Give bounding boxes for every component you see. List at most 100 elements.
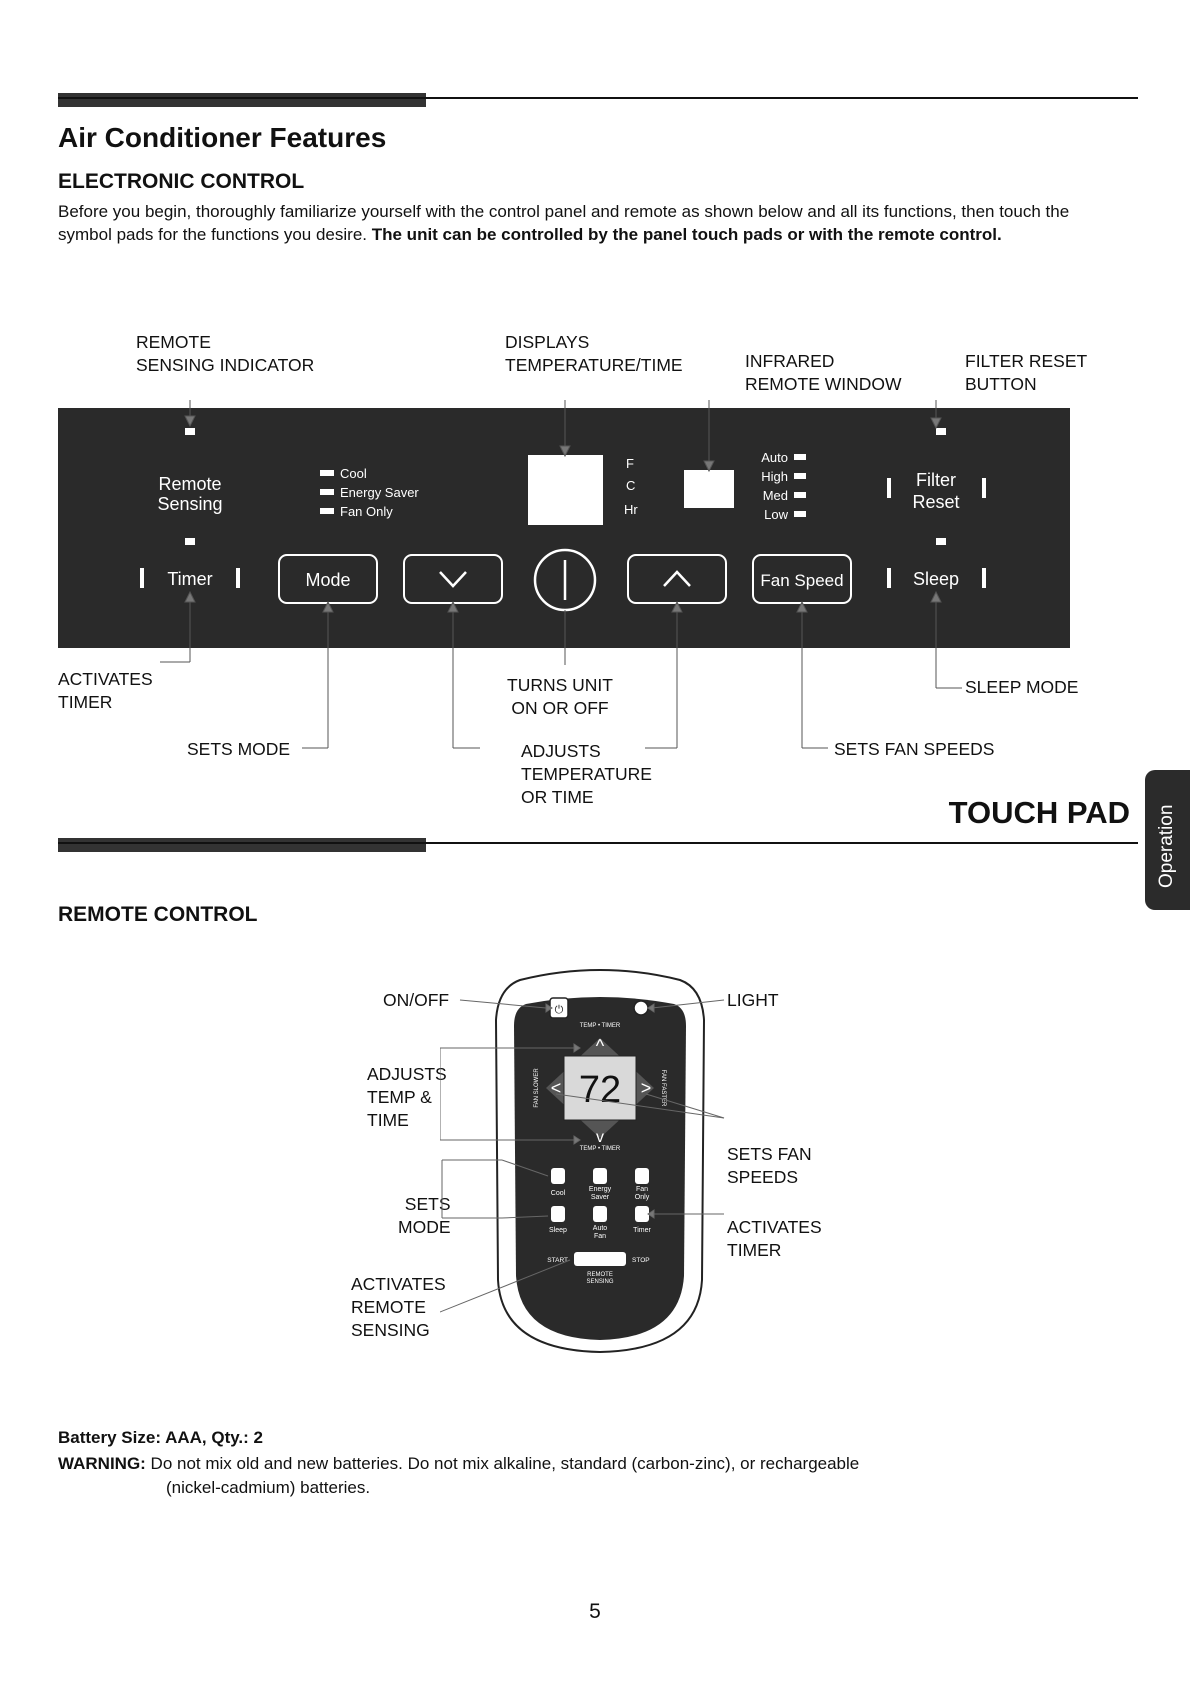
sleep-led bbox=[936, 538, 946, 545]
remote-label-start: START bbox=[547, 1257, 568, 1264]
page-number: 5 bbox=[589, 1600, 601, 1623]
remote-right-icon: > bbox=[641, 1078, 652, 1098]
warning-line-1: Do not mix old and new batteries. Do not… bbox=[145, 1454, 860, 1473]
remote-up-icon: ^ bbox=[596, 1036, 605, 1056]
page-title: Air Conditioner Features bbox=[58, 122, 387, 153]
remote-rule-thin bbox=[58, 842, 1138, 844]
panel-label-mode: Mode bbox=[305, 570, 350, 590]
panel-label-med: Med bbox=[763, 488, 788, 503]
auto-led bbox=[794, 454, 806, 460]
callout-sets-mode: SETS MODE bbox=[187, 739, 291, 759]
remote-control-diagram: ⏻ TEMP • TIMER TEMP • TIMER FAN SLOWER F… bbox=[440, 969, 725, 1354]
temperature-display bbox=[528, 455, 603, 525]
fan-only-led bbox=[320, 508, 334, 514]
remote-label-sensing: SENSING bbox=[586, 1279, 613, 1285]
callout-activates-remote-sensing: ACTIVATES REMOTE SENSING bbox=[351, 1274, 446, 1340]
battery-size: Battery Size: AAA, Qty.: 2 bbox=[58, 1428, 263, 1447]
callout-sets-mode-remote: SETS MODE bbox=[398, 1194, 451, 1237]
remote-sensing-led bbox=[185, 428, 195, 435]
remote-energy-saver-button bbox=[593, 1168, 607, 1184]
callout-filter-reset-button: FILTER RESET BUTTON bbox=[965, 351, 1088, 394]
callout-sleep-mode: SLEEP MODE bbox=[965, 677, 1079, 697]
callout-infrared-window: INFRARED REMOTE WINDOW bbox=[745, 351, 902, 394]
callout-sets-fan-speeds-remote: SETS FAN SPEEDS bbox=[727, 1144, 812, 1187]
remote-label-sleep: Sleep bbox=[549, 1227, 567, 1234]
panel-label-remote: Remote bbox=[158, 474, 221, 494]
section-heading-electronic-control: ELECTRONIC CONTROL bbox=[58, 170, 305, 193]
med-led bbox=[794, 492, 806, 498]
callout-turns-unit-on-off: TURNS UNIT ON OR OFF bbox=[507, 675, 613, 718]
callout-activates-timer-remote: ACTIVATES TIMER bbox=[727, 1217, 822, 1260]
high-led bbox=[794, 473, 806, 479]
intro-text: Before you begin, thoroughly familiarize… bbox=[58, 202, 1070, 244]
remote-label-timer: Timer bbox=[633, 1227, 651, 1234]
remote-label-remote: REMOTE bbox=[587, 1272, 613, 1278]
panel-label-timer: Timer bbox=[167, 569, 212, 589]
low-led bbox=[794, 511, 806, 517]
warning-line-2: (nickel-cadmium) batteries. bbox=[166, 1478, 371, 1497]
panel-label-cool: Cool bbox=[340, 466, 367, 481]
panel-label-reset: Reset bbox=[912, 492, 959, 512]
callout-activates-timer: ACTIVATES TIMER bbox=[58, 669, 153, 712]
panel-label-filter: Filter bbox=[916, 470, 956, 490]
remote-label-auto: Auto bbox=[593, 1225, 608, 1232]
remote-lcd bbox=[563, 1055, 637, 1121]
remote-label-energy: Energy bbox=[589, 1186, 612, 1193]
remote-auto-fan-button bbox=[593, 1206, 607, 1222]
panel-label-low: Low bbox=[764, 507, 788, 522]
callout-remote-sensing-indicator: REMOTE SENSING INDICATOR bbox=[136, 332, 315, 375]
panel-label-c: C bbox=[626, 478, 635, 493]
panel-label-sleep: Sleep bbox=[913, 569, 959, 589]
remote-down-icon: v bbox=[596, 1129, 604, 1146]
remote-label-only: Only bbox=[635, 1194, 650, 1201]
remote-label-fan: Fan bbox=[636, 1186, 648, 1193]
remote-label-saver: Saver bbox=[591, 1194, 610, 1201]
panel-label-sensing: Sensing bbox=[157, 494, 222, 514]
remote-timer-button bbox=[635, 1206, 649, 1222]
panel-label-fan-only: Fan Only bbox=[340, 504, 393, 519]
remote-label-temp-timer-bottom: TEMP • TIMER bbox=[580, 1146, 621, 1152]
warning-label: WARNING: bbox=[58, 1454, 146, 1473]
remote-label-fan-slower: FAN SLOWER bbox=[534, 1068, 540, 1108]
control-panel-diagram: Remote Sensing Cool Energy Saver Fan Onl… bbox=[58, 400, 1070, 749]
remote-fan-only-button bbox=[635, 1168, 649, 1184]
remote-left-icon: < bbox=[551, 1078, 562, 1098]
panel-body bbox=[58, 408, 1070, 648]
panel-label-f: F bbox=[626, 456, 634, 471]
callout-on-off: ON/OFF bbox=[383, 990, 450, 1010]
callout-adjusts-temp-time: ADJUSTS TEMPERATURE OR TIME bbox=[521, 741, 652, 807]
panel-label-fan-speed: Fan Speed bbox=[760, 571, 843, 590]
remote-label-temp-timer-top: TEMP • TIMER bbox=[580, 1023, 621, 1029]
power-icon: ⏻ bbox=[555, 1004, 564, 1016]
remote-sleep-button bbox=[551, 1206, 565, 1222]
header-rule-thick bbox=[58, 93, 426, 107]
filter-led bbox=[936, 428, 946, 435]
operation-side-tab: Operation bbox=[1145, 770, 1190, 910]
remote-rule-thick bbox=[58, 838, 426, 852]
remote-light-button bbox=[633, 1000, 649, 1016]
intro-bold-text: The unit can be controlled by the panel … bbox=[371, 225, 1002, 244]
battery-warning: WARNING: Do not mix old and new batterie… bbox=[58, 1452, 1118, 1500]
panel-label-high: High bbox=[761, 469, 788, 484]
remote-label-stop: STOP bbox=[632, 1257, 650, 1264]
infrared-window bbox=[684, 470, 734, 508]
cool-led bbox=[320, 470, 334, 476]
remote-label-fan2: Fan bbox=[594, 1233, 606, 1240]
section-heading-remote-control: REMOTE CONTROL bbox=[58, 903, 258, 926]
chevron-down-icon bbox=[439, 571, 467, 588]
chevron-up-icon bbox=[663, 570, 691, 587]
callout-displays-temp-time: DISPLAYS TEMPERATURE/TIME bbox=[505, 332, 683, 375]
callout-adjusts-temp-and-time: ADJUSTS TEMP & TIME bbox=[367, 1064, 447, 1130]
energy-saver-led bbox=[320, 489, 334, 495]
panel-label-auto: Auto bbox=[761, 450, 788, 465]
panel-label-hr: Hr bbox=[624, 502, 638, 517]
callout-sets-fan-speeds: SETS FAN SPEEDS bbox=[834, 739, 995, 759]
panel-label-energy-saver: Energy Saver bbox=[340, 485, 419, 500]
remote-lcd-value: 72 bbox=[579, 1069, 621, 1111]
remote-label-cool: Cool bbox=[551, 1190, 566, 1197]
remote-label-fan-faster: FAN FASTER bbox=[660, 1070, 666, 1107]
remote-sensing-button bbox=[574, 1252, 626, 1266]
header-rule-thin bbox=[58, 97, 1138, 99]
timer-led bbox=[185, 538, 195, 545]
touch-pad-label: TOUCH PAD bbox=[948, 795, 1130, 830]
